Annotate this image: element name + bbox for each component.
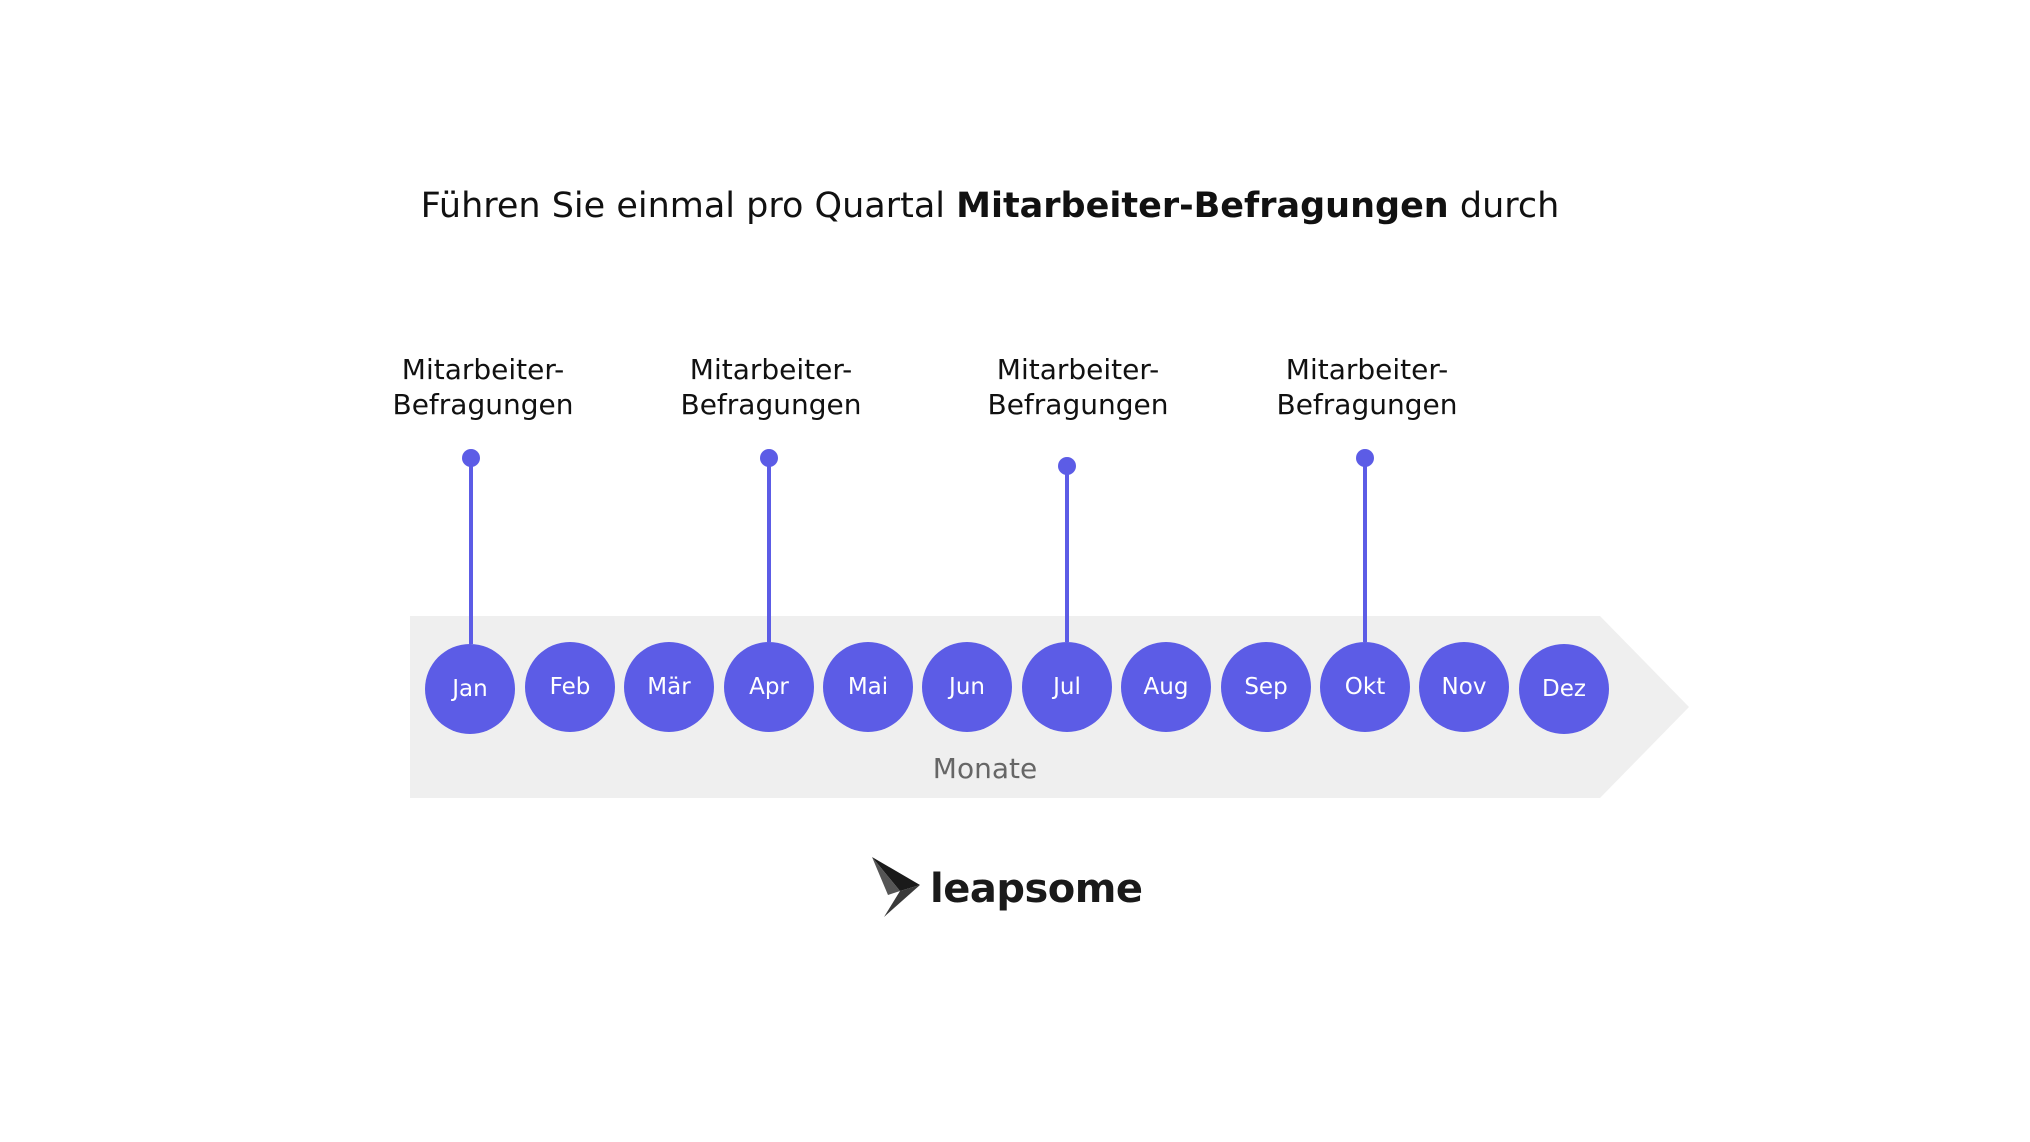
month-feb: Feb — [525, 642, 615, 732]
marker-label-line2: Befragungen — [987, 388, 1169, 421]
marker-label-line2: Befragungen — [680, 388, 862, 421]
month-sep: Sep — [1221, 642, 1311, 732]
marker-label-line1: Mitarbeiter- — [689, 353, 853, 386]
title-prefix: Führen Sie einmal pro Quartal — [420, 186, 957, 226]
leapsome-bird-icon — [870, 855, 924, 923]
month-jan: Jan — [425, 644, 515, 734]
marker-label-line1: Mitarbeiter- — [1285, 353, 1449, 386]
marker-stem-jan — [469, 458, 473, 644]
month-aug: Aug — [1121, 642, 1211, 732]
marker-label-apr: Mitarbeiter- Befragungen — [651, 352, 891, 422]
marker-label-line1: Mitarbeiter- — [401, 353, 565, 386]
month-mar: Mär — [624, 642, 714, 732]
page-title: Führen Sie einmal pro Quartal Mitarbeite… — [0, 180, 1980, 232]
marker-label-line2: Befragungen — [392, 388, 574, 421]
axis-label: Monate — [932, 752, 1038, 785]
month-jul: Jul — [1022, 642, 1112, 732]
marker-label-jul: Mitarbeiter- Befragungen — [958, 352, 1198, 422]
marker-label-line1: Mitarbeiter- — [996, 353, 1160, 386]
marker-label-line2: Befragungen — [1276, 388, 1458, 421]
marker-label-okt: Mitarbeiter- Befragungen — [1247, 352, 1487, 422]
month-dez: Dez — [1519, 644, 1609, 734]
month-mai: Mai — [823, 642, 913, 732]
logo-text: leapsome — [930, 866, 1143, 912]
month-okt: Okt — [1320, 642, 1410, 732]
title-bold: Mitarbeiter-Befragungen — [956, 186, 1449, 226]
month-nov: Nov — [1419, 642, 1509, 732]
title-suffix: durch — [1448, 186, 1560, 226]
marker-label-jan: Mitarbeiter- Befragungen — [363, 352, 603, 422]
marker-stem-jul — [1065, 466, 1069, 642]
leapsome-logo: leapsome — [870, 855, 1143, 923]
month-jun: Jun — [922, 642, 1012, 732]
month-apr: Apr — [724, 642, 814, 732]
marker-stem-okt — [1363, 458, 1367, 642]
marker-stem-apr — [767, 458, 771, 642]
